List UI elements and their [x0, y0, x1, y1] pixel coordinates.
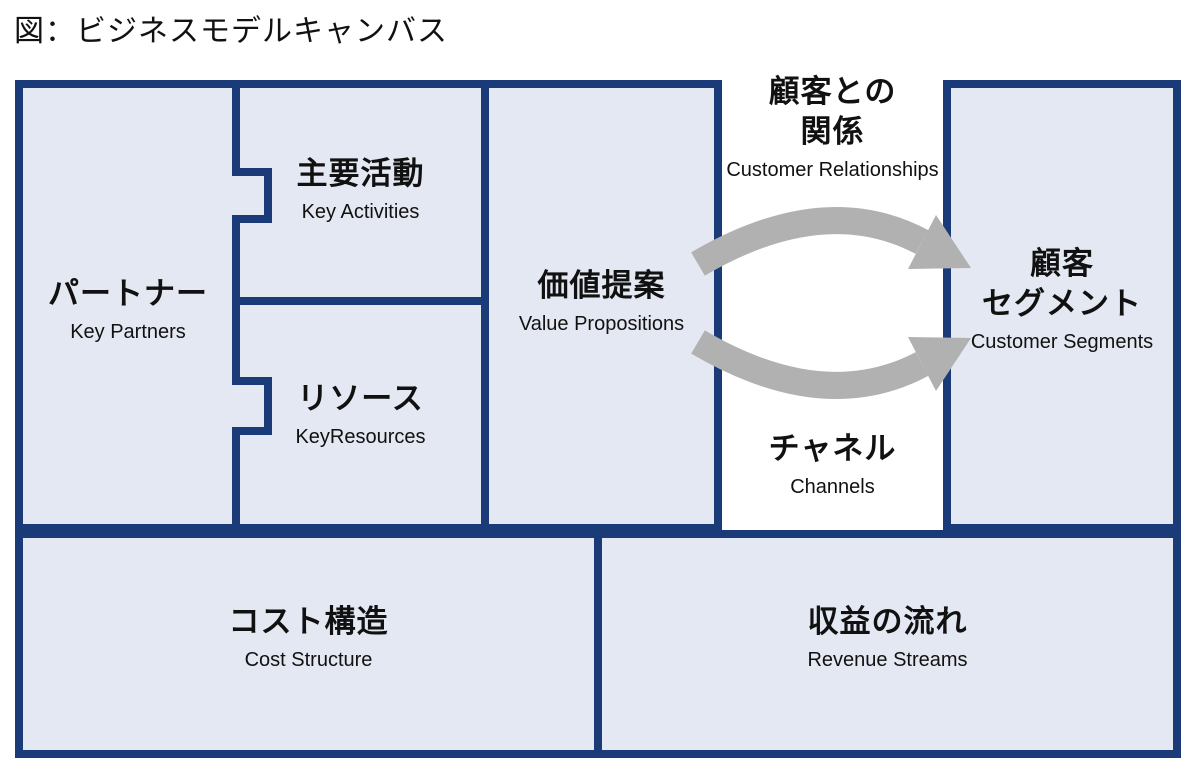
diagram-title: 図：ビジネスモデルキャンバス: [14, 14, 448, 49]
channels-en: Channels: [790, 476, 875, 498]
key-resources-en: KeyResources: [295, 426, 426, 448]
cycle-arrow-top-icon: [691, 207, 971, 276]
channels-label: チャネル Channels: [722, 429, 943, 499]
value-propositions-box: [481, 80, 722, 532]
customer-relationships-label: 顧客との 関係 Customer Relationships: [722, 72, 943, 182]
key-partners-jp: パートナー: [48, 276, 208, 312]
customer-segments-jp-line1: 顧客: [1030, 246, 1094, 282]
revenue-streams-jp: 収益の流れ: [807, 604, 968, 640]
key-partners-box: [15, 80, 272, 532]
key-activities-label: 主要活動 Key Activities: [240, 154, 481, 224]
key-resources-jp: リソース: [297, 381, 424, 417]
key-partners-en: Key Partners: [70, 321, 186, 343]
cost-structure-box: [15, 530, 602, 758]
key-activities-jp: 主要活動: [296, 156, 425, 192]
cost-structure-en: Cost Structure: [244, 649, 373, 671]
key-partners-label: パートナー Key Partners: [23, 274, 233, 344]
value-propositions-jp: 価値提案: [537, 268, 666, 304]
customer-relationships-en: Customer Relationships: [726, 159, 939, 181]
revenue-streams-en: Revenue Streams: [807, 649, 968, 671]
revenue-streams-label: 収益の流れ Revenue Streams: [602, 602, 1173, 672]
value-propositions-en: Value Propositions: [518, 313, 685, 335]
cycle-arrow-bottom-icon: [691, 330, 971, 399]
value-propositions-label: 価値提案 Value Propositions: [489, 266, 714, 336]
key-activities-box: [232, 80, 489, 305]
customer-segments-en: Customer Segments: [970, 331, 1154, 353]
customer-segments-label: 顧客 セグメント Customer Segments: [951, 244, 1173, 354]
cost-structure-jp: コスト構造: [228, 604, 389, 640]
key-activities-en: Key Activities: [301, 201, 420, 223]
customer-segments-box: [943, 80, 1181, 532]
customer-relationships-jp-line1: 顧客との: [768, 74, 897, 110]
cost-structure-label: コスト構造 Cost Structure: [23, 602, 594, 672]
revenue-streams-box: [594, 530, 1181, 758]
channels-jp: チャネル: [768, 431, 897, 467]
customer-relationships-jp-line2: 関係: [800, 114, 865, 150]
customer-segments-jp-line2: セグメント: [982, 286, 1142, 322]
key-resources-box: [232, 297, 489, 532]
key-resources-label: リソース KeyResources: [240, 379, 481, 449]
